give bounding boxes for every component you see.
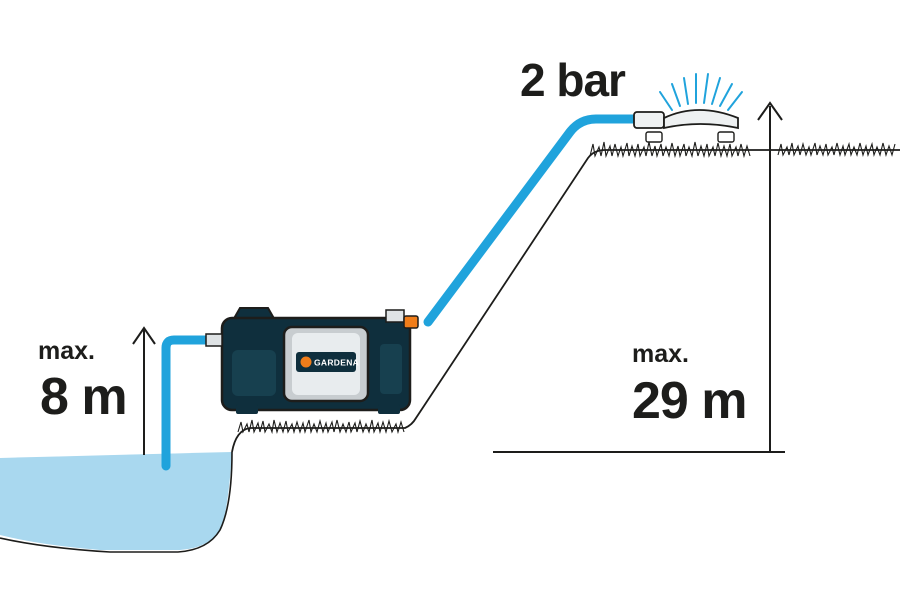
- water-reservoir: [0, 452, 232, 550]
- pump-outlet-connector: [385, 309, 405, 323]
- suction-height-value: 8 m: [40, 368, 127, 426]
- bank-outline: [0, 451, 233, 553]
- ground-line: [231, 149, 900, 453]
- grass-lower: [237, 418, 405, 435]
- grass-upper: [589, 141, 896, 159]
- delivery-hose: [423, 114, 639, 327]
- suction-height-prefix: max.: [38, 337, 95, 365]
- delivery-height-prefix: max.: [632, 340, 689, 368]
- delivery-height-arrow: [493, 101, 785, 453]
- delivery-height-value: 29 m: [632, 372, 747, 430]
- gardena-logo-icon: [300, 356, 312, 368]
- suction-height-arrow: [132, 326, 156, 455]
- outlet-pressure-label: 2 bar: [520, 54, 626, 106]
- sprinkler-connector: [633, 111, 665, 129]
- pump-brand-label: GARDENA: [314, 358, 359, 368]
- water-spray-icon: [659, 73, 743, 111]
- pump-inlet-connector: [205, 333, 223, 347]
- suction-hose: [161, 335, 211, 471]
- sprinkler: [633, 73, 743, 143]
- garden-pump: GARDENA: [205, 307, 419, 414]
